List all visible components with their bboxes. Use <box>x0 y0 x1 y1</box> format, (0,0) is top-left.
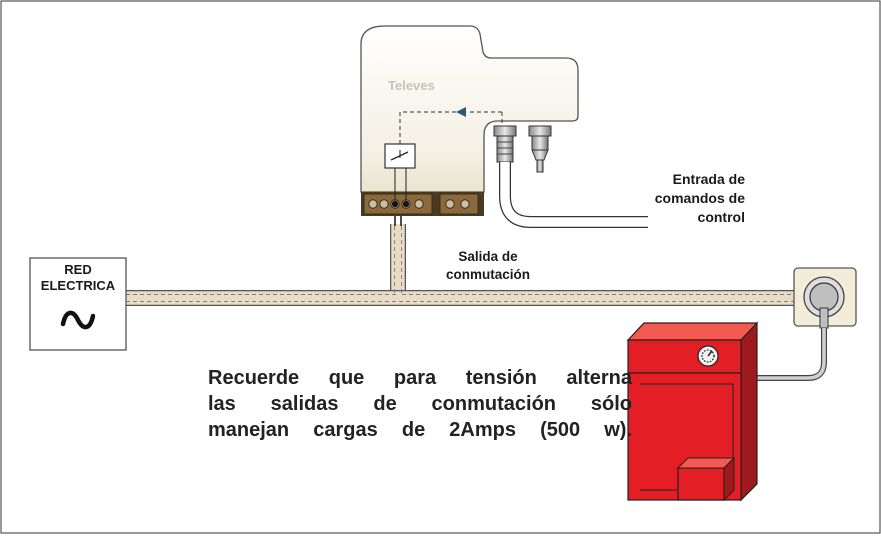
control-input-label-line-3: control <box>697 209 745 225</box>
load-warning-note: Recuerde que para tensión alterna las sa… <box>208 365 632 443</box>
mains-source-label-line-2: ELECTRICA <box>40 278 116 293</box>
thermostat-dial-icon <box>697 345 719 367</box>
load-warning-line-1: Recuerde que para tensión alterna <box>208 367 632 389</box>
load-warning-line-2: las salidas de conmutación sólo <box>208 393 632 415</box>
switching-device <box>360 25 579 216</box>
heater-top <box>626 322 759 341</box>
f-connector-right <box>528 125 552 173</box>
appliance-cable <box>743 328 827 381</box>
mains-source-label: RED ELECTRICA <box>30 262 126 294</box>
switching-output-label-line-1: Salida de <box>458 249 518 264</box>
terminal-block-aux <box>439 193 479 215</box>
device-brand-logo: Televes <box>388 78 435 93</box>
control-signal-path <box>399 107 503 144</box>
plug-icon <box>809 282 839 312</box>
f-connector-left <box>493 125 517 163</box>
mains-source-label-line-1: RED <box>64 262 92 277</box>
control-input-label-line-2: comandos de <box>654 190 745 206</box>
heater-appliance <box>626 321 759 502</box>
control-cable <box>499 162 648 228</box>
heater-side <box>740 321 758 502</box>
mains-cable <box>126 216 796 306</box>
load-warning-line-3: manejan cargas de 2Amps (500 w). <box>208 419 632 441</box>
signal-arrow-icon <box>456 107 466 117</box>
control-input-label: Entrada de comandos de control <box>610 170 745 227</box>
ac-wave-icon <box>60 310 96 330</box>
wall-socket <box>793 267 857 329</box>
control-input-label-line-1: Entrada de <box>672 171 745 187</box>
mains-source-box <box>29 257 127 351</box>
switching-output-label: Salida de conmutación <box>428 248 548 284</box>
switching-output-label-line-2: conmutación <box>445 267 530 282</box>
